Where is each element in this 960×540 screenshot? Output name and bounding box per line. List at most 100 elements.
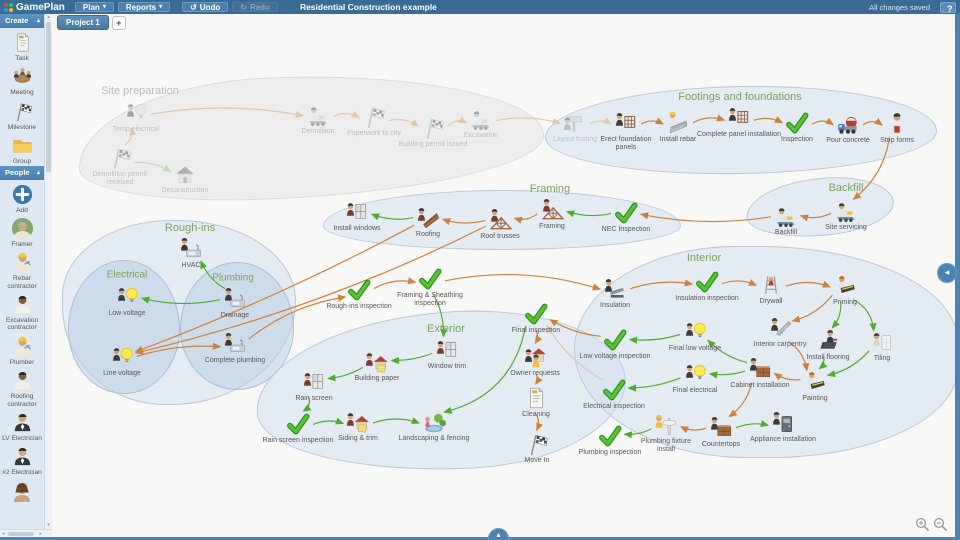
- task-node-roof-trusses[interactable]: Roof trusses: [460, 207, 540, 241]
- sidebar-horizontal-scrollbar[interactable]: ◂ ▸: [0, 529, 52, 537]
- dependency-arrow-paperwork-to-building-permit: [388, 118, 420, 127]
- reports-menu-button[interactable]: Reports ▾: [117, 2, 171, 12]
- task-node-window-trim[interactable]: Window trim: [407, 337, 487, 371]
- task-node-low-voltage[interactable]: Low voltage: [87, 284, 167, 318]
- sidebar-item-framer[interactable]: Framer: [0, 214, 44, 248]
- task-node-painting[interactable]: Painting: [775, 369, 855, 403]
- sidebar-vertical-scrollbar[interactable]: ▴ ▾: [44, 14, 52, 529]
- task-node-lv-inspection[interactable]: Low voltage inspection: [567, 327, 663, 361]
- task-node-landscaping[interactable]: Landscaping & fencing: [387, 409, 481, 443]
- task-node-paperwork[interactable]: Paperwork to city: [342, 104, 406, 138]
- right-panel-strip[interactable]: [955, 14, 960, 540]
- task-node-install-rebar[interactable]: Install rebar: [638, 110, 718, 144]
- task-node-demolition[interactable]: Demolition: [278, 102, 358, 136]
- task-node-siding-trim[interactable]: Siding & trim: [318, 409, 398, 443]
- group-electrical[interactable]: [68, 260, 180, 394]
- task-node-demolition-permit[interactable]: Demolition permit received: [80, 145, 160, 187]
- task-node-complete-plumbing[interactable]: Complete plumbing: [191, 331, 279, 365]
- task-node-excavation[interactable]: Excavation: [441, 106, 521, 140]
- sidebar-item-add[interactable]: Add: [0, 180, 44, 214]
- zoom-in-icon[interactable]: [915, 517, 930, 532]
- task-node-pour-concrete[interactable]: Pour concrete: [808, 111, 888, 145]
- task-node-install-flooring[interactable]: Install flooring: [788, 328, 868, 362]
- task-node-nec-inspection[interactable]: NEC Inspection: [586, 200, 666, 234]
- scrollbar-thumb[interactable]: [8, 531, 34, 536]
- task-node-hvac[interactable]: HVAC: [151, 236, 231, 270]
- task-node-erect-panels[interactable]: Erect foundation panels: [595, 110, 657, 152]
- task-node-layout-footing[interactable]: Layout footing: [535, 110, 615, 144]
- add-tab-button[interactable]: +: [111, 15, 126, 30]
- task-node-backfill-task[interactable]: Backfill: [746, 203, 826, 237]
- task-node-framing-task[interactable]: Framing: [512, 197, 592, 231]
- task-node-install-windows[interactable]: Install windows: [317, 199, 397, 233]
- scrollbar-thumb[interactable]: [46, 22, 51, 172]
- task-node-insulation-inspection[interactable]: Insulation inspection: [662, 269, 752, 303]
- app-logo[interactable]: GamePlan: [4, 2, 65, 13]
- sidebar-item-task[interactable]: Task: [0, 28, 44, 62]
- scroll-up-icon[interactable]: ▴: [47, 14, 50, 20]
- task-node-line-voltage[interactable]: Line voltage: [82, 344, 162, 378]
- task-node-final-low-voltage[interactable]: Final low voltage: [651, 319, 739, 353]
- task-node-strip-forms[interactable]: Strip forms: [857, 111, 937, 145]
- task-node-complete-panel[interactable]: Complete panel installation: [691, 105, 787, 139]
- scroll-down-icon[interactable]: ▾: [47, 522, 50, 528]
- task-node-move-in[interactable]: Move In: [497, 431, 577, 465]
- photo-avatar-icon: [0, 217, 44, 240]
- task-node-f-inspection[interactable]: Inspection: [757, 110, 837, 144]
- sidebar-item-lv-electrician[interactable]: LV Electrician: [0, 408, 44, 442]
- task-node-cabinet-install[interactable]: Cabinet installation: [716, 356, 804, 390]
- dependency-arrow-backfill-task-to-nec-inspection: [639, 212, 772, 223]
- sidebar-item--2-electrician[interactable]: #2 Electrician: [0, 442, 44, 476]
- tab-project-1[interactable]: Project 1: [57, 15, 109, 30]
- task-node-plumbing-inspection[interactable]: Plumbing inspection: [564, 423, 656, 457]
- task-node-temp-electrical[interactable]: Temp electrical: [96, 100, 176, 134]
- people-section-header[interactable]: People▴: [0, 165, 44, 180]
- sidebar-item-plumber[interactable]: Plumber: [0, 332, 44, 366]
- task-node-owner-requests[interactable]: Owner requests: [495, 344, 575, 378]
- task-node-interior-carpentry[interactable]: Interior carpentry: [736, 315, 824, 349]
- task-label: Temp electrical: [112, 126, 160, 133]
- task-node-rain-screen[interactable]: Rain screen: [274, 369, 354, 403]
- undo-button[interactable]: ↺ Undo: [182, 2, 229, 12]
- task-node-priming[interactable]: Priming: [805, 273, 885, 307]
- task-label: Paperwork to city: [347, 130, 401, 137]
- task-node-final-electrical[interactable]: Final electrical: [655, 361, 735, 395]
- sidebar-item-roofing-contractor[interactable]: Roofing contractor: [0, 366, 44, 408]
- task-node-countertops[interactable]: Countertops: [681, 415, 761, 449]
- sidebar-item-excavation-contractor[interactable]: Excavation contractor: [0, 290, 44, 332]
- scroll-left-icon[interactable]: ◂: [2, 531, 5, 537]
- task-node-drywall[interactable]: Drywall: [731, 272, 811, 306]
- bottom-panel-strip[interactable]: [0, 537, 960, 540]
- task-node-cleaning[interactable]: Cleaning: [496, 385, 576, 419]
- dependency-arrow-strip-forms-to-site-servicing: [852, 137, 890, 200]
- sidebar-item-rebar-contractor[interactable]: Rebar contractor: [0, 248, 44, 290]
- task-label: Building permit issued: [398, 141, 468, 148]
- collapse-right-panel-button[interactable]: ◂: [937, 263, 957, 283]
- task-label: Rain screen: [295, 395, 333, 402]
- task-node-site-servicing[interactable]: Site servicing: [806, 198, 886, 232]
- task-node-roughins-inspection[interactable]: Rough-ins inspection: [314, 277, 404, 311]
- task-node-electrical-inspection[interactable]: Electrical inspection: [568, 377, 660, 411]
- task-node-roofing[interactable]: Roofing: [388, 205, 468, 239]
- help-button[interactable]: ?: [940, 1, 956, 14]
- task-node-insulation[interactable]: Insulation: [575, 276, 655, 310]
- sidebar-item-partial[interactable]: [0, 477, 44, 504]
- redo-button[interactable]: ↻ Redo: [232, 2, 278, 12]
- task-node-appliance-install[interactable]: Appliance installation: [736, 410, 830, 444]
- sidebar-item-group[interactable]: Group: [0, 131, 44, 165]
- task-node-fs-inspection[interactable]: Framing & Sheathing inspection: [390, 266, 470, 308]
- scroll-right-icon[interactable]: ▸: [39, 531, 42, 537]
- task-node-rs-inspection[interactable]: Rain screen inspection: [251, 411, 345, 445]
- task-node-tiling[interactable]: Tiling: [842, 329, 922, 363]
- create-section-header[interactable]: Create▴: [0, 14, 44, 28]
- zoom-out-icon[interactable]: [933, 517, 948, 532]
- sidebar-item-meeting[interactable]: Meeting: [0, 62, 44, 96]
- task-node-drainage[interactable]: Drainage: [195, 286, 275, 320]
- task-node-deconstruction[interactable]: Deconstruction: [145, 161, 225, 195]
- task-node-final-inspection[interactable]: Final inspection: [496, 301, 576, 335]
- task-node-plumbing-fixture[interactable]: Plumbing fixture install: [631, 412, 701, 454]
- task-node-building-paper[interactable]: Building paper: [337, 349, 417, 383]
- task-node-building-permit[interactable]: Building permit issued: [385, 115, 481, 149]
- plan-menu-button[interactable]: Plan ▾: [74, 2, 114, 12]
- sidebar-item-milestone[interactable]: Milestone: [0, 97, 44, 131]
